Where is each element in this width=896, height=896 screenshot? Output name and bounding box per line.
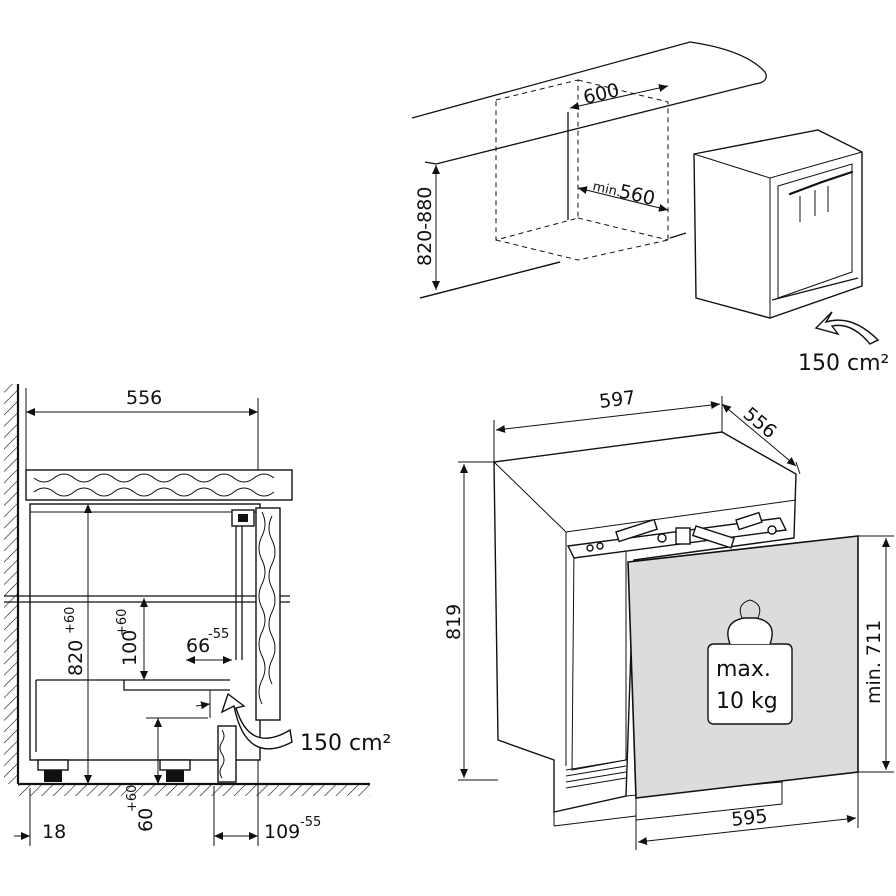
vent-area-top: 150 cm² bbox=[798, 351, 889, 376]
handle-left bbox=[788, 180, 824, 196]
dim-66-tol: -55 bbox=[208, 627, 229, 642]
vent-area-side: 150 cm² bbox=[300, 731, 391, 756]
adjustable-feet bbox=[37, 759, 191, 782]
dim-min-560: 560 bbox=[617, 180, 657, 210]
dim-109-side: 109 bbox=[264, 821, 300, 843]
dim-595-front: 595 bbox=[730, 805, 768, 831]
appliance-isometric bbox=[693, 129, 863, 319]
side-section-view: 556 820 +60 100 +60 bbox=[4, 384, 391, 846]
dim-820-side: 820 bbox=[65, 640, 87, 676]
dim-556-side: 556 bbox=[126, 387, 162, 409]
dim-597-front: 597 bbox=[598, 387, 637, 413]
appliance-front-view: max. 10 kg 597 556 819 min. 711 595 bbox=[443, 387, 894, 850]
airflow-arrow-side bbox=[220, 692, 293, 750]
weight-icon bbox=[707, 599, 793, 725]
floor-hatch bbox=[18, 784, 370, 796]
worktop-section bbox=[25, 469, 293, 501]
dim-820-880: 820-880 bbox=[414, 187, 436, 266]
niche-outline bbox=[495, 79, 669, 261]
dim-min-711-front: min. 711 bbox=[863, 620, 885, 704]
niche-perspective-view: 600 min. 560 820-880 150 cm² bbox=[411, 41, 889, 376]
dim-18-side: 18 bbox=[42, 821, 66, 843]
dim-60-side: 60 bbox=[135, 808, 157, 832]
dim-600: 600 bbox=[581, 79, 621, 109]
dim-819-front: 819 bbox=[443, 604, 465, 640]
weight-value-label: 10 kg bbox=[716, 689, 778, 714]
dim-66-side: 66 bbox=[186, 635, 210, 657]
worktop-edge bbox=[411, 41, 767, 165]
dim-100-tol: +60 bbox=[115, 609, 130, 636]
dim-556-front: 556 bbox=[739, 403, 781, 443]
weight-max-label: max. bbox=[716, 657, 771, 682]
dim-109-tol: -55 bbox=[300, 815, 321, 830]
handle-right bbox=[820, 170, 854, 184]
dim-100-side: 100 bbox=[119, 630, 141, 666]
dim-60-tol: +60 bbox=[125, 785, 140, 812]
wall-hatch bbox=[4, 384, 18, 784]
airflow-arrow-top bbox=[814, 311, 880, 345]
door-hinge-rail bbox=[566, 511, 788, 559]
dim-820-tol: +60 bbox=[63, 607, 78, 634]
dim-min-560-prefix: min. bbox=[591, 179, 622, 200]
